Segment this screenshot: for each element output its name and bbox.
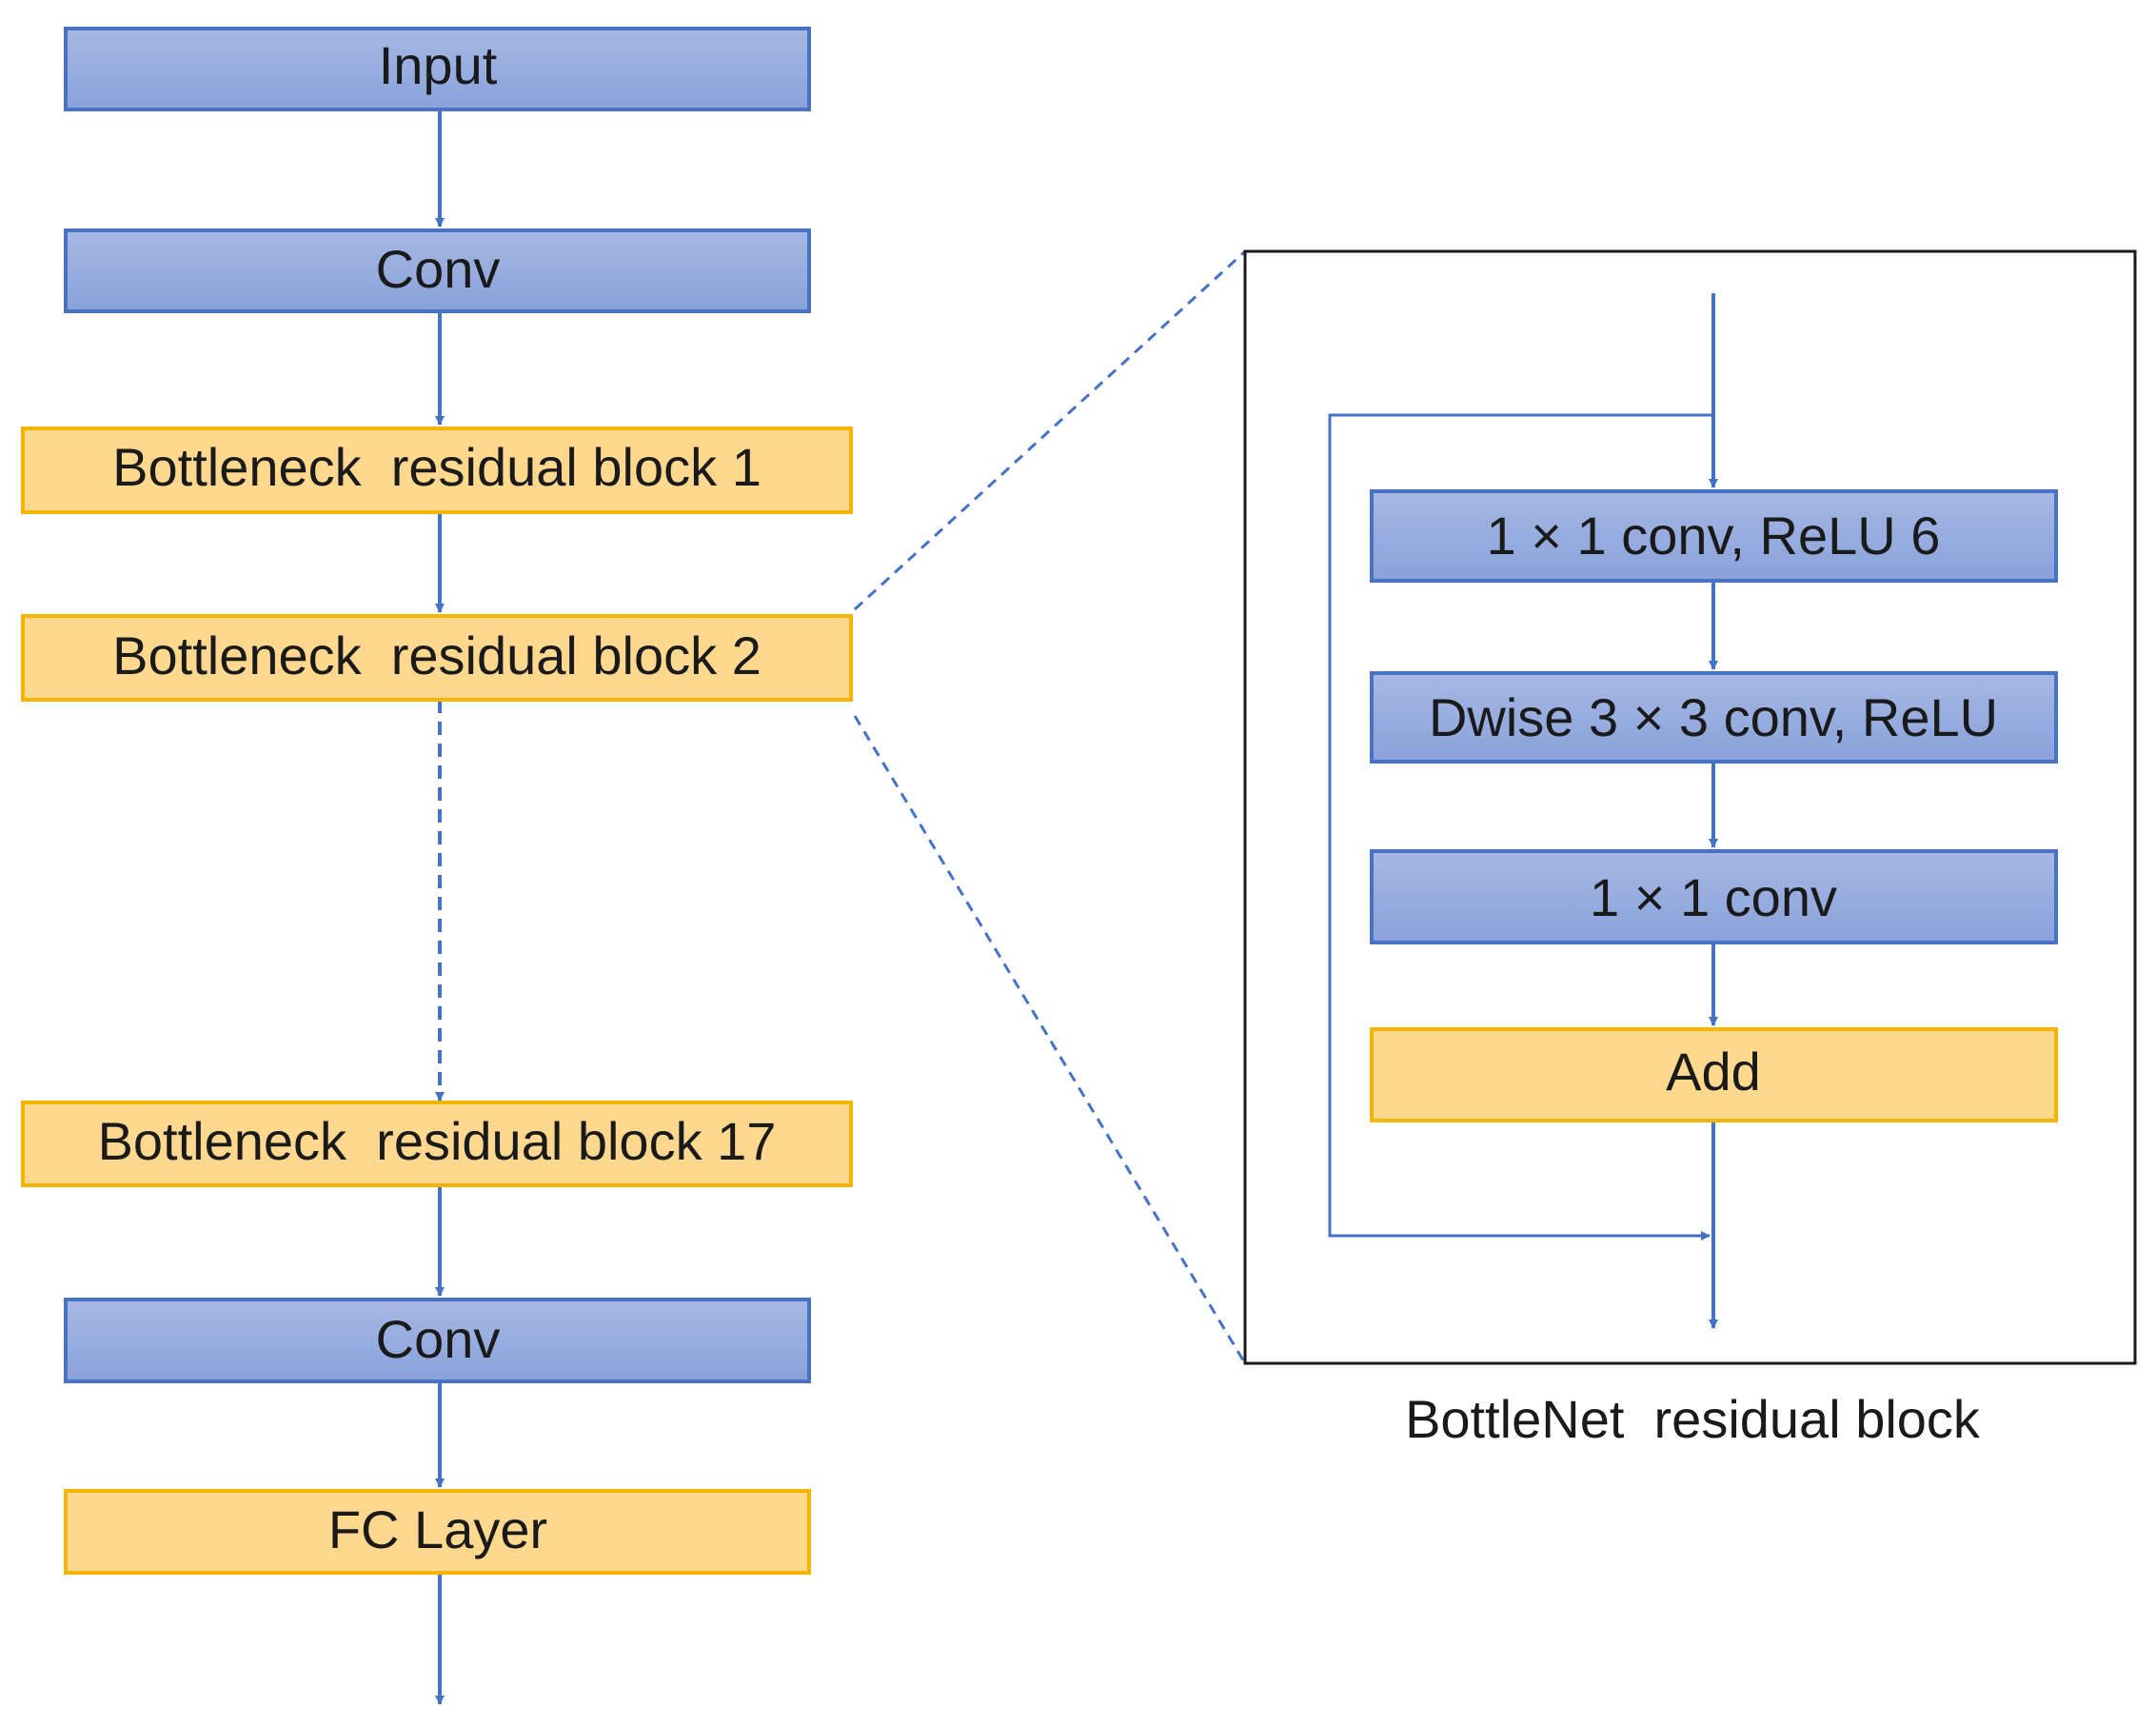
conv-block-1: Conv [64, 228, 811, 313]
skip-connection [1328, 413, 1711, 1241]
bottleneck-label-17: Bottleneck residual block 17 [98, 1111, 777, 1171]
input-label: Input [379, 35, 498, 95]
bottleneck-block-2: Bottleneck residual block 2 [21, 614, 853, 702]
panel-label-1x1: 1 × 1 conv [1590, 867, 1837, 927]
bottleneck-label-1: Bottleneck residual block 1 [112, 437, 762, 497]
conv-label-2: Conv [376, 1309, 501, 1369]
fc-layer-label: FC Layer [328, 1499, 547, 1559]
panel-label-add: Add [1666, 1042, 1761, 1102]
bottleneck-block-17: Bottleneck residual block 17 [21, 1101, 853, 1187]
panel-block-add: Add [1370, 1027, 2058, 1122]
zoom-line-top [853, 249, 1247, 611]
input-block: Input [64, 27, 811, 111]
fc-layer-block: FC Layer [64, 1489, 811, 1575]
bottlenet-detail-panel: 1 × 1 conv, ReLU 6 Dwise 3 × 3 conv, ReL… [1243, 249, 2137, 1365]
panel-label-dwise: Dwise 3 × 3 conv, ReLU [1429, 687, 1998, 747]
bottleneck-block-1: Bottleneck residual block 1 [21, 427, 853, 514]
panel-block-1x1-relu6: 1 × 1 conv, ReLU 6 [1370, 489, 2058, 583]
zoom-connectors [853, 249, 1247, 1364]
panel-border [1243, 249, 2137, 1365]
panel-block-1x1: 1 × 1 conv [1370, 849, 2058, 944]
main-column: Input Conv Bottleneck residual block 1 B… [21, 27, 853, 1575]
bottleneck-label-2: Bottleneck residual block 2 [112, 625, 762, 685]
panel-label-1x1-relu6: 1 × 1 conv, ReLU 6 [1487, 506, 1941, 566]
conv-block-2: Conv [64, 1298, 811, 1383]
panel-caption: BottleNet residual block [1405, 1389, 1981, 1449]
zoom-line-bottom [853, 715, 1247, 1364]
conv-label-1: Conv [376, 239, 501, 299]
panel-block-dwise: Dwise 3 × 3 conv, ReLU [1370, 671, 2058, 764]
